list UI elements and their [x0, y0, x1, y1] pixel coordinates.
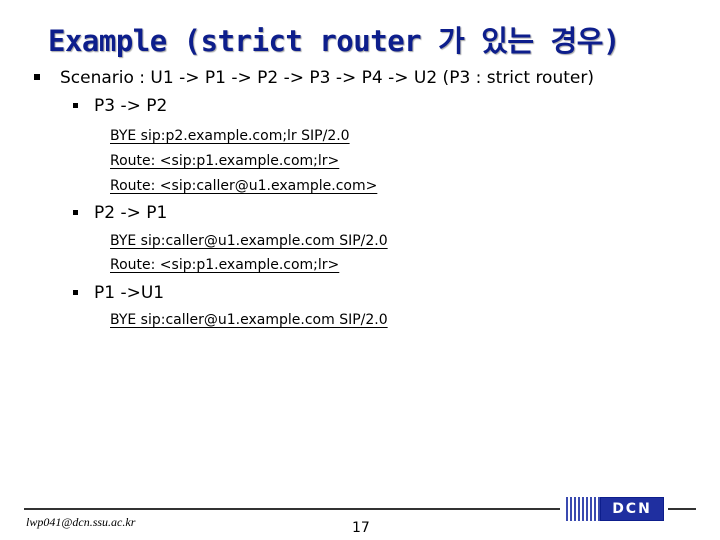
message-line: BYE sip:caller@u1.example.com SIP/2.0 — [110, 312, 388, 328]
message-line: Route: <sip:caller@u1.example.com> — [110, 178, 378, 194]
logo-text: DCN — [600, 497, 664, 521]
footer-divider — [24, 508, 560, 510]
section-heading: P1 ->U1 — [94, 283, 165, 303]
message-line: Route: <sip:p1.example.com;lr> — [110, 153, 340, 169]
dcn-logo: DCN — [566, 497, 666, 521]
bullet-icon — [34, 74, 40, 80]
bullet-icon — [73, 210, 78, 215]
message-line: Route: <sip:p1.example.com;lr> — [110, 257, 340, 273]
footer-divider — [668, 508, 696, 510]
message-line: BYE sip:p2.example.com;lr SIP/2.0 — [110, 128, 350, 144]
section-heading: P2 -> P1 — [94, 203, 168, 223]
footer-email: lwp041@dcn.ssu.ac.kr — [26, 515, 136, 529]
page-number: 17 — [352, 520, 370, 536]
logo-stripes-icon — [566, 497, 600, 521]
bullet-icon — [73, 103, 78, 108]
slide-title: Example (strict router 가 있는 경우) — [48, 24, 620, 58]
bullet-icon — [73, 290, 78, 295]
section-heading: P3 -> P2 — [94, 96, 168, 116]
message-line: BYE sip:caller@u1.example.com SIP/2.0 — [110, 233, 388, 249]
scenario-text: Scenario : U1 -> P1 -> P2 -> P3 -> P4 ->… — [60, 68, 594, 88]
